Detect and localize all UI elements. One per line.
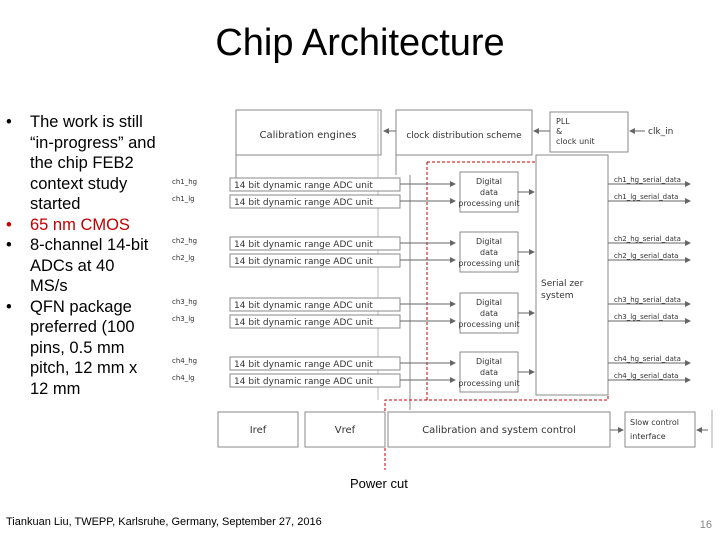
iref-label: Iref [250,425,267,436]
svg-text:14 bit dynamic range ADC unit: 14 bit dynamic range ADC unit [234,240,373,250]
bullet-status: The work is still “in-progress” and the … [6,112,156,215]
bullet-package: QFN package preferred (100 pins, 0.5 mm … [6,297,156,400]
svg-text:ch4_lg: ch4_lg [172,374,195,382]
svg-text:ch3_hg: ch3_hg [172,298,197,306]
vref-label: Vref [335,425,356,436]
output-label: ch4_lg_serial_data [614,372,678,380]
svg-text:14 bit dynamic range ADC unit: 14 bit dynamic range ADC unit [234,318,373,328]
clock-distribution-label: clock distribution scheme [406,131,522,141]
pll-box [549,111,629,153]
serializer-box [535,154,609,396]
svg-text:14 bit dynamic range ADC unit: 14 bit dynamic range ADC unit [234,360,373,370]
svg-text:14 bit dynamic range ADC unit: 14 bit dynamic range ADC unit [234,301,373,311]
svg-text:clock unit: clock unit [556,137,595,146]
clk-in-label: clk_in [648,127,673,137]
svg-text:Digital: Digital [476,177,502,186]
calibration-engines-label: Calibration engines [260,130,357,141]
svg-text:system: system [541,291,574,301]
footer-text: Tiankuan Liu, TWEPP, Karlsruhe, Germany,… [6,516,322,528]
adc-group-3: 14 bit dynamic range ADC unit 14 bit dyn… [172,292,520,334]
slide-title: Chip Architecture [215,22,505,64]
svg-text:processing unit: processing unit [458,259,519,268]
svg-text:ch1_hg: ch1_hg [172,178,197,186]
slow-control-box [624,411,696,448]
clock-distribution-box [395,109,533,156]
svg-text:ch1_lg: ch1_lg [172,195,195,203]
svg-text:data: data [480,248,498,257]
bullet-process: 65 nm CMOS [6,215,156,236]
svg-text:ch2_lg: ch2_lg [172,254,195,262]
svg-text:interface: interface [630,432,666,441]
power-cut-label: Power cut [350,476,408,491]
cal-sys-control-label: Calibration and system control [422,425,576,436]
svg-text:ch3_lg: ch3_lg [172,315,195,323]
svg-text:processing unit: processing unit [458,320,519,329]
output-label: ch2_lg_serial_data [614,252,678,260]
slow-control-label: Slow control [630,418,679,427]
calibration-engines-box [235,109,382,156]
cal-sys-control-box [387,411,611,448]
serializer-label: Serial zer [541,279,584,289]
output-label: ch3_hg_serial_data [614,296,681,304]
svg-text:Digital: Digital [476,237,502,246]
output-label: ch4_hg_serial_data [614,355,681,363]
bullet-adc: 8-channel 14-bit ADCs at 40 MS/s [6,235,156,297]
pll-label: PLL [556,117,570,126]
adc-group-4: 14 bit dynamic range ADC unit 14 bit dyn… [172,351,520,393]
output-label: ch1_hg_serial_data [614,176,681,184]
svg-text:14 bit dynamic range ADC unit: 14 bit dynamic range ADC unit [234,198,373,208]
iref-box [217,411,299,448]
svg-text:processing unit: processing unit [458,199,519,208]
adc-group-1: 14 bit dynamic range ADC unit 14 bit dyn… [172,171,520,213]
svg-text:14 bit dynamic range ADC unit: 14 bit dynamic range ADC unit [234,377,373,387]
svg-text:14 bit dynamic range ADC unit: 14 bit dynamic range ADC unit [234,181,373,191]
vref-box [304,411,386,448]
svg-text:processing unit: processing unit [458,379,519,388]
svg-text:data: data [480,309,498,318]
svg-text:Digital: Digital [476,357,502,366]
svg-text:Digital: Digital [476,298,502,307]
output-label: ch1_lg_serial_data [614,193,678,201]
svg-text:ch4_hg: ch4_hg [172,357,197,365]
svg-text:data: data [480,188,498,197]
svg-text:data: data [480,368,498,377]
bullet-list: The work is still “in-progress” and the … [6,112,156,399]
output-label: ch2_hg_serial_data [614,235,681,243]
svg-text:&: & [556,127,562,136]
adc-group-2: 14 bit dynamic range ADC unit 14 bit dyn… [172,231,520,273]
svg-text:14 bit dynamic range ADC unit: 14 bit dynamic range ADC unit [234,257,373,267]
page-number: 16 [699,519,712,531]
output-label: ch3_lg_serial_data [614,313,678,321]
svg-text:ch2_hg: ch2_hg [172,237,197,245]
